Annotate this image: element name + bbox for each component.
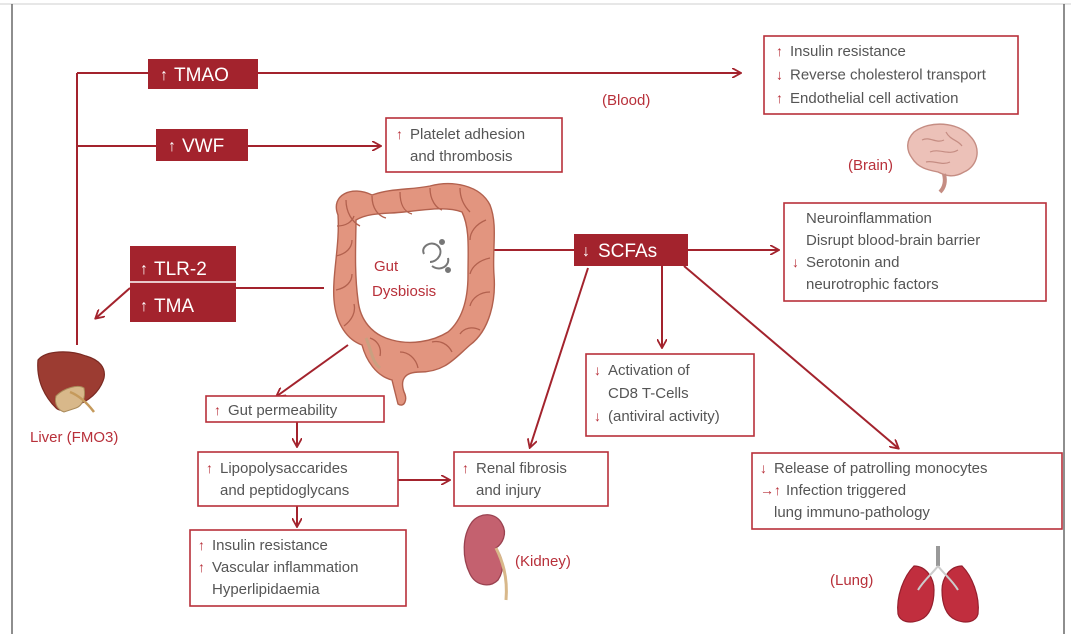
kidney-icon [464, 515, 506, 600]
arrow-up-icon: ↑ [776, 90, 783, 106]
box-text-line: Renal fibrosis [476, 460, 567, 477]
box-text-line: Platelet adhesion [410, 126, 525, 143]
box-text-line: Gut permeability [228, 402, 338, 419]
box-text-line: and peptidoglycans [220, 482, 349, 499]
box-text-line: (antiviral activity) [608, 408, 720, 425]
box-text-line: and injury [476, 482, 542, 499]
arrow-down-icon: ↓ [760, 460, 767, 476]
box-text-line: Neuroinflammation [806, 210, 932, 227]
gut-to-permeability-arrow [277, 345, 348, 396]
box-text-line: Endothelial cell activation [790, 90, 958, 107]
scfas-node: ↓ SCFAs [574, 234, 688, 266]
tma-label: TMA [154, 296, 194, 317]
scfas-to-renal-arrow [530, 268, 588, 447]
arrow-up-icon: ↑ [206, 460, 213, 476]
gut-label-line2: Dysbiosis [372, 283, 436, 300]
box-text-line: Release of patrolling monocytes [774, 460, 987, 477]
box-text-line: Disrupt blood-brain barrier [806, 232, 980, 249]
liver-label: Liver (FMO3) [30, 429, 118, 446]
arrow-up-icon: ↑ [168, 138, 176, 155]
box-text-line: and thrombosis [410, 148, 513, 165]
vwf-label: VWF [182, 136, 224, 157]
box-text-line: Reverse cholesterol transport [790, 67, 987, 84]
blood-label: (Blood) [602, 92, 650, 109]
arrow-right-up-icon: →↑ [760, 482, 781, 498]
box-text-line: Insulin resistance [212, 537, 328, 554]
tlr-tma-node: ↑ TLR-2 ↑ TMA [130, 246, 236, 322]
arrow-up-icon: ↑ [140, 261, 148, 278]
arrow-down-icon: ↓ [594, 362, 601, 378]
arrow-up-icon: ↑ [140, 298, 148, 315]
tlr-to-liver-arrow [96, 288, 130, 318]
arrow-down-icon: ↓ [776, 67, 783, 83]
arrow-up-icon: ↑ [776, 43, 783, 59]
box-text-line: Serotonin and [806, 254, 899, 271]
box-text-line: Activation of [608, 362, 691, 379]
arrow-down-icon: ↓ [582, 243, 590, 260]
tmao-node: ↑ TMAO [148, 59, 258, 89]
box-text-line: neurotrophic factors [806, 276, 939, 293]
lungs-icon [898, 546, 979, 622]
tmao-label: TMAO [174, 65, 229, 86]
arrow-up-icon: ↑ [160, 67, 168, 84]
box-text-line: CD8 T-Cells [608, 385, 689, 402]
arrow-up-icon: ↑ [214, 402, 221, 418]
arrow-up-icon: ↑ [198, 559, 205, 575]
box-text-line: Insulin resistance [790, 43, 906, 60]
arrow-down-icon: ↓ [594, 408, 601, 424]
arrow-down-icon: ↓ [792, 254, 799, 270]
gut-label-line1: Gut [374, 258, 399, 275]
tlr2-label: TLR-2 [154, 259, 207, 280]
brain-icon [908, 124, 977, 192]
lung-label: (Lung) [830, 572, 873, 589]
liver-icon [38, 352, 105, 412]
box-text-line: Infection triggered [786, 482, 906, 499]
box-text-line: Lipopolysaccarides [220, 460, 348, 477]
scfas-label: SCFAs [598, 241, 657, 262]
gut-permeability-text: ↑ Gut permeability [214, 402, 338, 419]
arrow-up-icon: ↑ [198, 537, 205, 553]
box-text-line: lung immuno-pathology [774, 504, 930, 521]
arrow-up-icon: ↑ [462, 460, 469, 476]
box-text-line: Hyperlipidaemia [212, 581, 320, 598]
box-text-line: Vascular inflammation [212, 559, 358, 576]
vwf-node: ↑ VWF [156, 129, 248, 161]
kidney-label: (Kidney) [515, 553, 571, 570]
brain-label: (Brain) [848, 157, 893, 174]
arrow-up-icon: ↑ [396, 126, 403, 142]
